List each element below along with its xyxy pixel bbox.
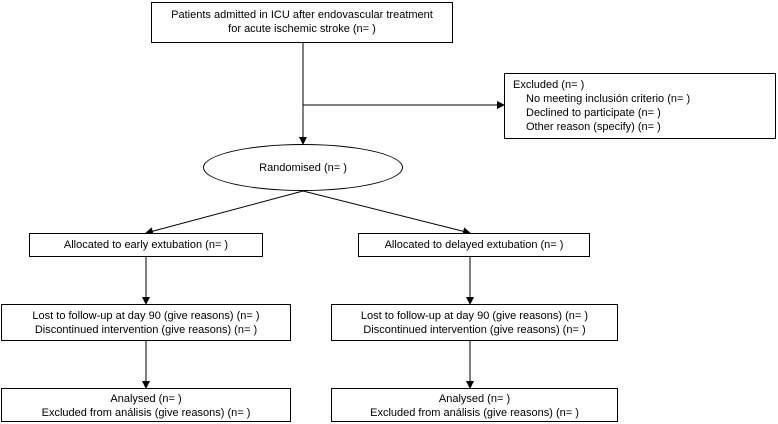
randomised-ellipse: Randomised (n= )	[203, 144, 403, 191]
randomised-label: Randomised (n= )	[259, 161, 347, 174]
analysis-box-delayed: Analysed (n= ) Excluded from análisis (g…	[331, 388, 618, 422]
excluded-item: No meeting inclusión criterio (n= )	[526, 93, 691, 105]
connector-randomised-to-right-arm	[302, 190, 471, 236]
followup-box-delayed: Lost to follow-up at day 90 (give reason…	[331, 304, 618, 341]
allocation-label-delayed: Allocated to delayed extubation (n= )	[384, 239, 564, 251]
allocation-box-early: Allocated to early extubation (n= )	[29, 233, 263, 257]
connector-randomised-to-left-arm	[145, 190, 304, 236]
analysis-line: Excluded from análisis (give reasons) (n…	[41, 407, 251, 419]
analysis-line: Analysed (n= )	[438, 393, 511, 405]
followup-line: Discontinued intervention (give reasons)…	[363, 324, 586, 336]
allocation-box-delayed: Allocated to delayed extubation (n= )	[358, 233, 590, 257]
analysis-line: Excluded from análisis (give reasons) (n…	[370, 407, 579, 419]
enrollment-box: Patients admitted in ICU after endovascu…	[151, 2, 453, 43]
excluded-box: Excluded (n= ) No meeting inclusión crit…	[504, 73, 776, 139]
followup-line: Discontinued intervention (give reasons)…	[34, 324, 258, 336]
followup-line: Lost to follow-up at day 90 (give reason…	[360, 310, 589, 322]
allocation-label-early: Allocated to early extubation (n= )	[63, 239, 229, 251]
followup-line: Lost to follow-up at day 90 (give reason…	[32, 310, 260, 322]
excluded-title: Excluded (n= )	[513, 79, 585, 91]
excluded-item: Other reason (specify) (n= )	[526, 121, 661, 133]
followup-box-early: Lost to follow-up at day 90 (give reason…	[1, 304, 291, 341]
analysis-box-early: Analysed (n= ) Excluded from análisis (g…	[1, 388, 291, 422]
enrollment-line-1: Patients admitted in ICU after endovascu…	[171, 9, 433, 21]
analysis-line: Analysed (n= )	[110, 393, 182, 405]
excluded-item: Declined to participate (n= )	[526, 107, 661, 119]
enrollment-line-2: for acute ischemic stroke (n= )	[228, 23, 376, 35]
